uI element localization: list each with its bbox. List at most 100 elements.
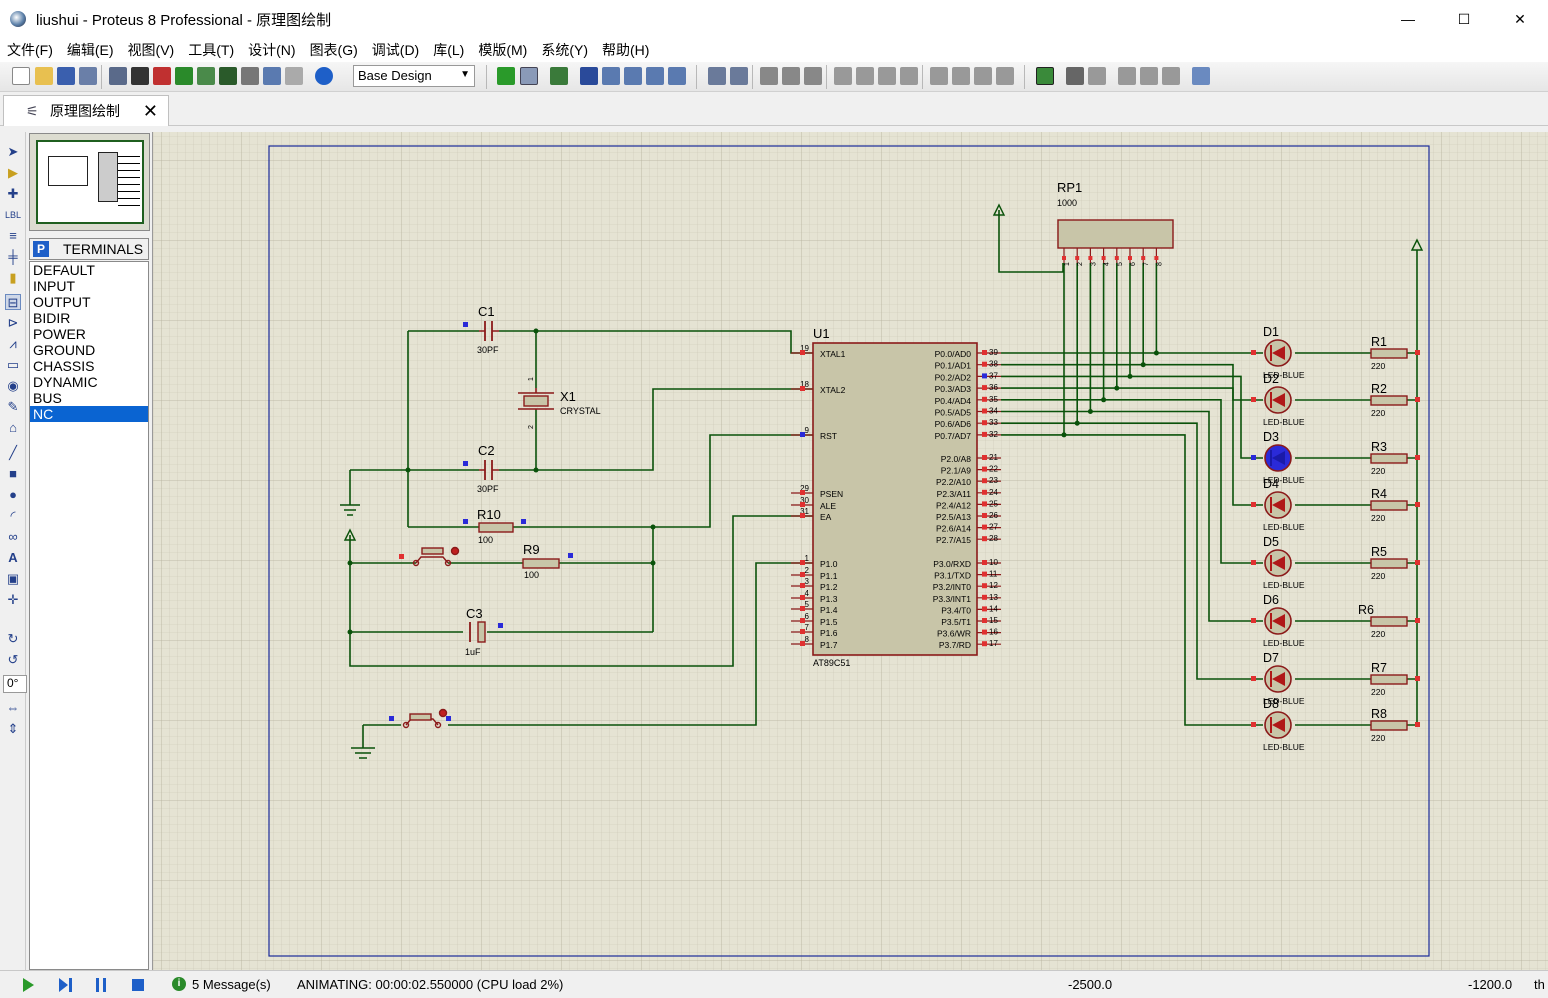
capacitor-c2[interactable]: C2 30PF (463, 443, 499, 494)
terminals-mode-icon[interactable]: ⊟ (5, 294, 21, 310)
origin-icon[interactable] (550, 67, 568, 85)
junction-dot-icon[interactable]: ✚ (7, 186, 19, 201)
terminal-item-power[interactable]: POWER (33, 326, 86, 342)
close-button[interactable]: ✕ (1514, 10, 1526, 27)
notes-icon[interactable] (285, 67, 303, 85)
circle-tool-icon[interactable]: ● (9, 487, 17, 502)
pick-device-icon[interactable] (930, 67, 948, 85)
close-tab-icon[interactable]: ✕ (142, 101, 158, 121)
rotate-clockwise-icon[interactable]: ↻ (7, 631, 19, 646)
menu-edit[interactable]: 编辑(E) (66, 42, 114, 58)
device-pin-icon[interactable]: ⊳ (7, 315, 19, 330)
pan-icon[interactable] (580, 67, 598, 85)
terminal-item-output[interactable]: OUTPUT (33, 294, 91, 310)
bom-icon[interactable] (219, 67, 237, 85)
rotation-angle-field[interactable]: 0° (3, 675, 27, 693)
menu-debug[interactable]: 调试(D) (371, 42, 420, 58)
make-device-icon[interactable] (952, 67, 970, 85)
design-variant-select[interactable]: Base Design ▼ (353, 65, 475, 87)
pick-button[interactable]: P (33, 241, 49, 257)
terminal-item-nc[interactable]: NC (30, 406, 148, 422)
copy-icon[interactable] (782, 67, 800, 85)
terminal-item-default[interactable]: DEFAULT (33, 262, 95, 278)
subcircuit-icon[interactable]: ▮ (9, 270, 17, 285)
terminal-item-chassis[interactable]: CHASSIS (33, 358, 95, 374)
remove-sheet-icon[interactable] (1140, 67, 1158, 85)
source-code-icon[interactable] (263, 67, 281, 85)
key-pushbutton[interactable] (389, 708, 451, 729)
mirror-horizontal-icon[interactable]: ⇔ (6, 700, 20, 715)
import-icon[interactable] (79, 67, 97, 85)
wire-label-icon[interactable]: LBL (5, 210, 22, 220)
terminal-item-dynamic[interactable]: DYNAMIC (33, 374, 98, 390)
block-copy-icon[interactable] (834, 67, 852, 85)
path-tool-icon[interactable]: ∞ (8, 529, 18, 544)
arc-tool-icon[interactable]: ◜ (10, 508, 16, 523)
gerber-icon[interactable] (175, 67, 193, 85)
redo-icon[interactable] (730, 67, 748, 85)
menu-view[interactable]: 视图(V) (127, 42, 175, 58)
menu-file[interactable]: 文件(F) (7, 42, 53, 58)
new-file-icon[interactable] (12, 67, 30, 85)
open-folder-icon[interactable] (35, 67, 53, 85)
selection-mode-icon[interactable]: ➤ (7, 144, 19, 159)
symbol-tool-icon[interactable]: ▣ (6, 571, 20, 586)
menu-graph[interactable]: 图表(G) (309, 42, 358, 58)
menu-design[interactable]: 设计(N) (248, 42, 296, 58)
netlist-icon[interactable] (1192, 67, 1210, 85)
decompose-icon[interactable] (996, 67, 1014, 85)
block-rotate-icon[interactable] (878, 67, 896, 85)
tab-schematic-capture[interactable]: ⚟ 原理图绘制 ✕ (3, 95, 169, 126)
line-tool-icon[interactable]: ╱ (9, 445, 17, 460)
wire-autorouter-icon[interactable] (1036, 67, 1054, 85)
zoom-all-icon[interactable] (646, 67, 664, 85)
microcontroller-u1[interactable]: U1 AT89C51 (812, 326, 978, 668)
tape-recorder-icon[interactable]: ▭ (6, 357, 20, 372)
component-mode-icon[interactable]: ▶ (8, 165, 18, 180)
text-script-icon[interactable]: ≡ (9, 228, 17, 243)
play-simulation-icon[interactable] (18, 975, 38, 995)
virtual-instrument-icon[interactable]: ⌂ (9, 420, 17, 435)
paste-icon[interactable] (804, 67, 822, 85)
overview-window[interactable] (29, 133, 150, 231)
schematic-icon[interactable] (131, 67, 149, 85)
help-icon[interactable] (315, 67, 333, 85)
block-delete-icon[interactable] (900, 67, 918, 85)
block-move-icon[interactable] (856, 67, 874, 85)
search-icon[interactable] (1066, 67, 1084, 85)
resistor-r9[interactable]: R9 100 (522, 542, 573, 580)
capacitor-c1[interactable]: C1 30PF (463, 304, 499, 355)
resistor-pack-rp1[interactable]: RP1 1000 (1057, 180, 1174, 249)
zoom-in-icon[interactable] (602, 67, 620, 85)
zoom-area-icon[interactable] (668, 67, 686, 85)
stop-simulation-icon[interactable] (128, 975, 148, 995)
reset-pushbutton[interactable] (399, 546, 460, 567)
capacitor-c3[interactable]: C3 1uF (465, 606, 503, 657)
zoom-out-icon[interactable] (624, 67, 642, 85)
pcb-icon[interactable] (153, 67, 171, 85)
marker-tool-icon[interactable]: ✛ (7, 592, 19, 607)
menu-system[interactable]: 系统(Y) (541, 42, 589, 58)
new-sheet-icon[interactable] (1118, 67, 1136, 85)
grid-toggle-icon[interactable] (520, 67, 538, 85)
bus-icon[interactable]: ╪ (8, 249, 18, 264)
rotate-anticlockwise-icon[interactable]: ↺ (7, 652, 19, 667)
save-icon[interactable] (57, 67, 75, 85)
cut-icon[interactable] (760, 67, 778, 85)
